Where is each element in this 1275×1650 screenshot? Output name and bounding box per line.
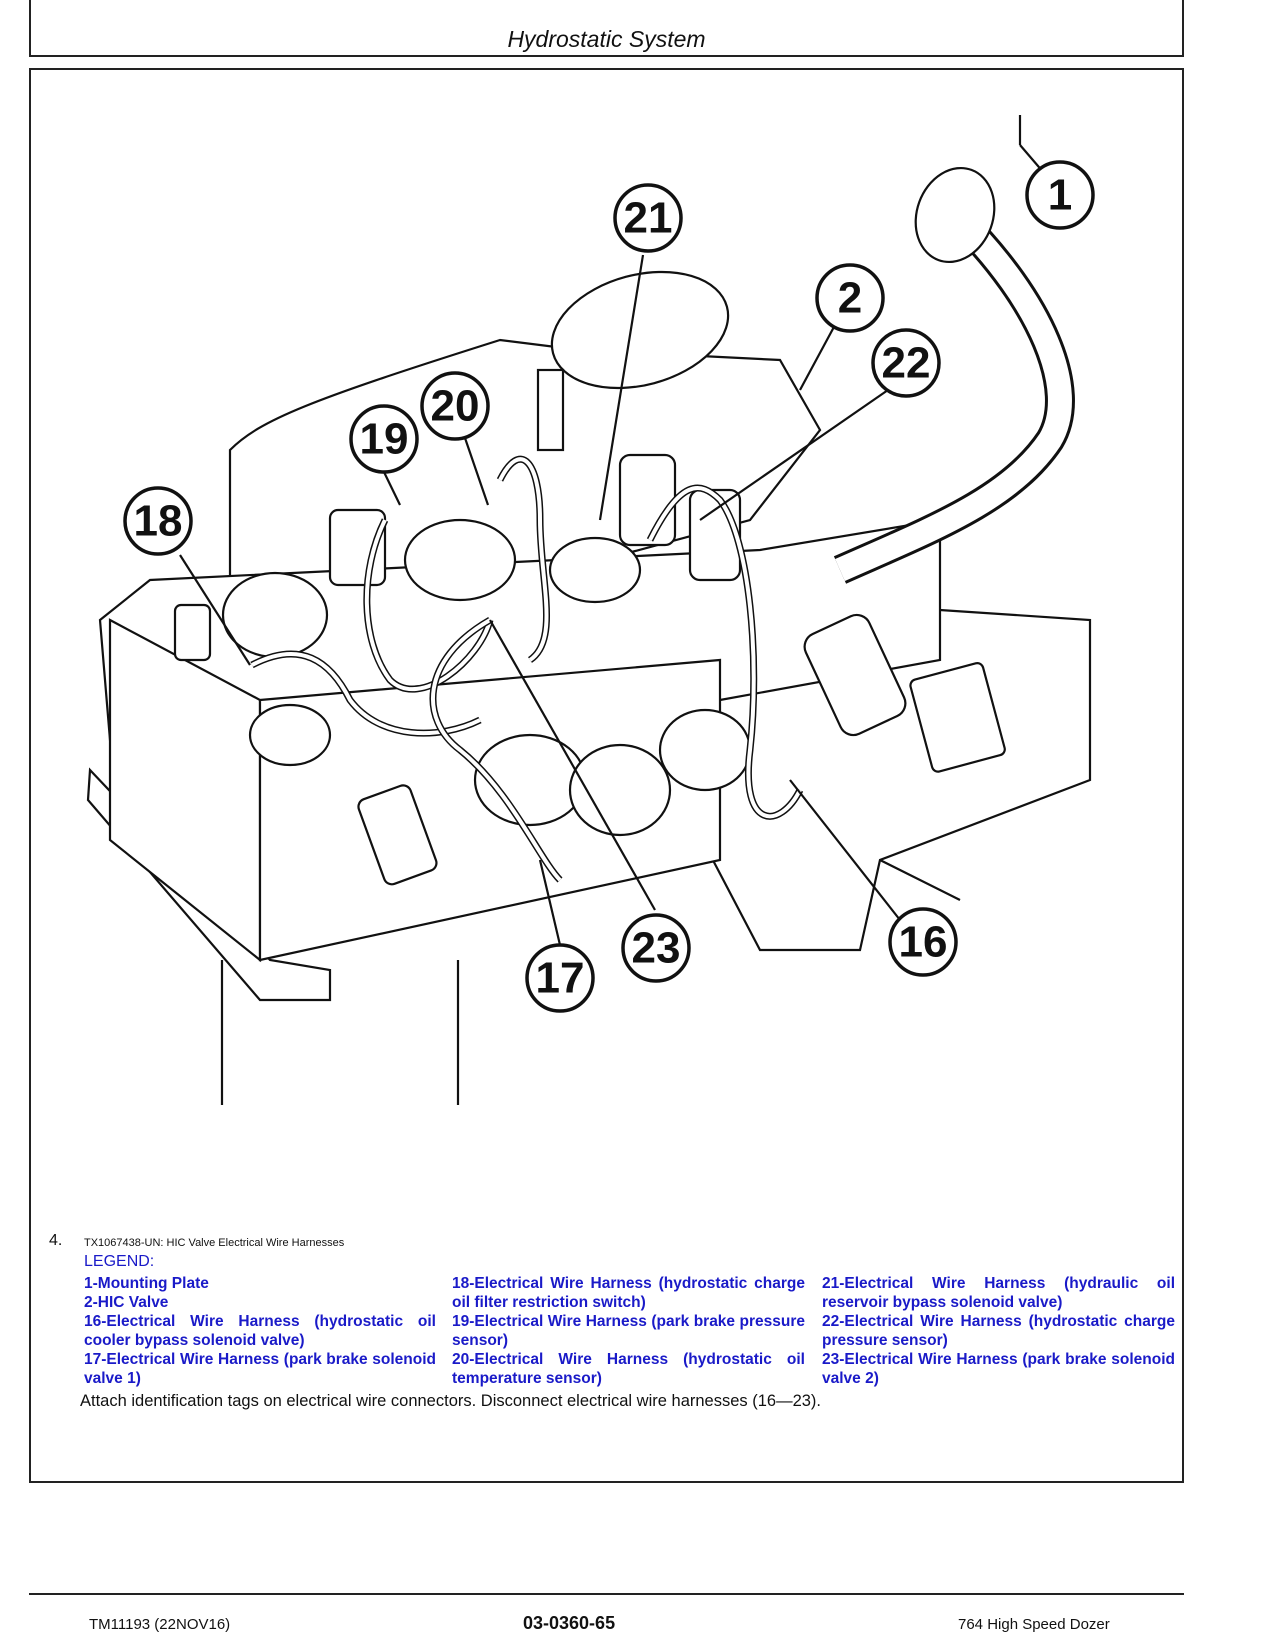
leader-line [179, 554, 251, 666]
leader-line [598, 254, 645, 521]
svg-text:23: 23 [632, 924, 681, 973]
footer-divider [29, 1593, 1184, 1595]
leader-line [538, 859, 562, 946]
svg-text:17: 17 [536, 954, 585, 1003]
step-number: 4. [49, 1232, 63, 1249]
legend-column-3: 21-Electrical Wire Harness (hydraulic oi… [822, 1274, 1175, 1388]
fitting [536, 368, 565, 452]
legend-item: 1-Mounting Plate [84, 1275, 209, 1292]
callout-1: 1 [1025, 160, 1095, 230]
callout-22: 22 [871, 328, 941, 398]
solenoid-body [688, 488, 742, 582]
hex-cap [221, 571, 329, 659]
plate-edge [879, 859, 961, 901]
footer-product: 764 High Speed Dozer [958, 1616, 1110, 1633]
footer-page-number: 03-0360-65 [523, 1613, 616, 1633]
figure-caption: TX1067438-UN: HIC Valve Electrical Wire … [84, 1237, 345, 1249]
harness-wire [648, 486, 802, 819]
step-instruction: Attach identification tags on electrical… [80, 1392, 822, 1410]
leader-line [789, 779, 901, 921]
legend-item: 17-Electrical Wire Harness (park brake s… [84, 1351, 436, 1387]
solenoid-body [618, 453, 677, 547]
svg-text:1: 1 [1048, 171, 1072, 220]
legend-item: 2-HIC Valve [84, 1294, 169, 1311]
callout-19: 19 [349, 404, 419, 474]
bracket-opening [550, 270, 730, 390]
callout-2: 2 [815, 263, 885, 333]
legend-item: 20-Electrical Wire Harness (hydrostatic … [452, 1351, 805, 1387]
svg-text:20: 20 [431, 382, 480, 431]
legend-title: LEGEND: [84, 1253, 155, 1270]
oil-filter-cap [403, 518, 517, 602]
legend-item: 23-Electrical Wire Harness (park brake s… [822, 1351, 1175, 1387]
callout-20: 20 [420, 371, 490, 441]
legend-column-2: 18-Electrical Wire Harness (hydrostatic … [452, 1274, 805, 1388]
svg-text:2: 2 [838, 274, 862, 323]
harness-wire [430, 618, 562, 882]
leader-line [382, 469, 401, 506]
pressure-switch [357, 784, 438, 886]
legend-column-1: 1-Mounting Plate 2-HIC Valve 16-Electric… [84, 1274, 436, 1388]
plug [173, 603, 212, 662]
solenoid-coil [658, 708, 752, 792]
callout-16: 16 [888, 907, 958, 977]
harness-wire [498, 457, 549, 662]
callout-17: 17 [525, 943, 595, 1013]
svg-text:18: 18 [134, 497, 183, 546]
legend-item: 16-Electrical Wire Harness (hydrostatic … [84, 1313, 436, 1349]
hic-valve-illustration: 1 2 16 17 18 19 20 21 22 23 [60, 100, 1150, 1160]
callout-23: 23 [621, 913, 691, 983]
leader-line [699, 389, 889, 521]
solenoid-right [909, 662, 1006, 773]
illustration-svg: 1 2 16 17 18 19 20 21 22 23 [86, 115, 1095, 1105]
pipe-inner [835, 211, 1072, 581]
legend-item: 19-Electrical Wire Harness (park brake p… [452, 1313, 805, 1349]
page-header: Hydrostatic System [29, 0, 1184, 57]
svg-text:16: 16 [899, 918, 948, 967]
page-title: Hydrostatic System [507, 26, 706, 52]
valve-cap [548, 536, 642, 604]
svg-text:22: 22 [882, 339, 931, 388]
svg-text:19: 19 [360, 415, 409, 464]
footer-doc-id: TM11193 (22NOV16) [89, 1616, 231, 1633]
legend-item: 18-Electrical Wire Harness (hydrostatic … [452, 1275, 805, 1311]
content-frame [29, 68, 1184, 1483]
sensor-right [803, 613, 907, 737]
harness-wire [364, 519, 492, 692]
callout-21: 21 [613, 183, 683, 253]
svg-text:21: 21 [624, 194, 673, 243]
solenoid-coil [568, 743, 672, 837]
base-plate [86, 767, 332, 1002]
leader-line [489, 619, 656, 911]
callout-18: 18 [123, 486, 193, 556]
legend-item: 21-Electrical Wire Harness (hydraulic oi… [822, 1275, 1175, 1311]
port [248, 703, 332, 767]
pipe-fitting [914, 166, 996, 264]
legend-item: 22-Electrical Wire Harness (hydrostatic … [822, 1313, 1175, 1349]
leader-line [463, 437, 490, 506]
leader-line [799, 324, 836, 391]
